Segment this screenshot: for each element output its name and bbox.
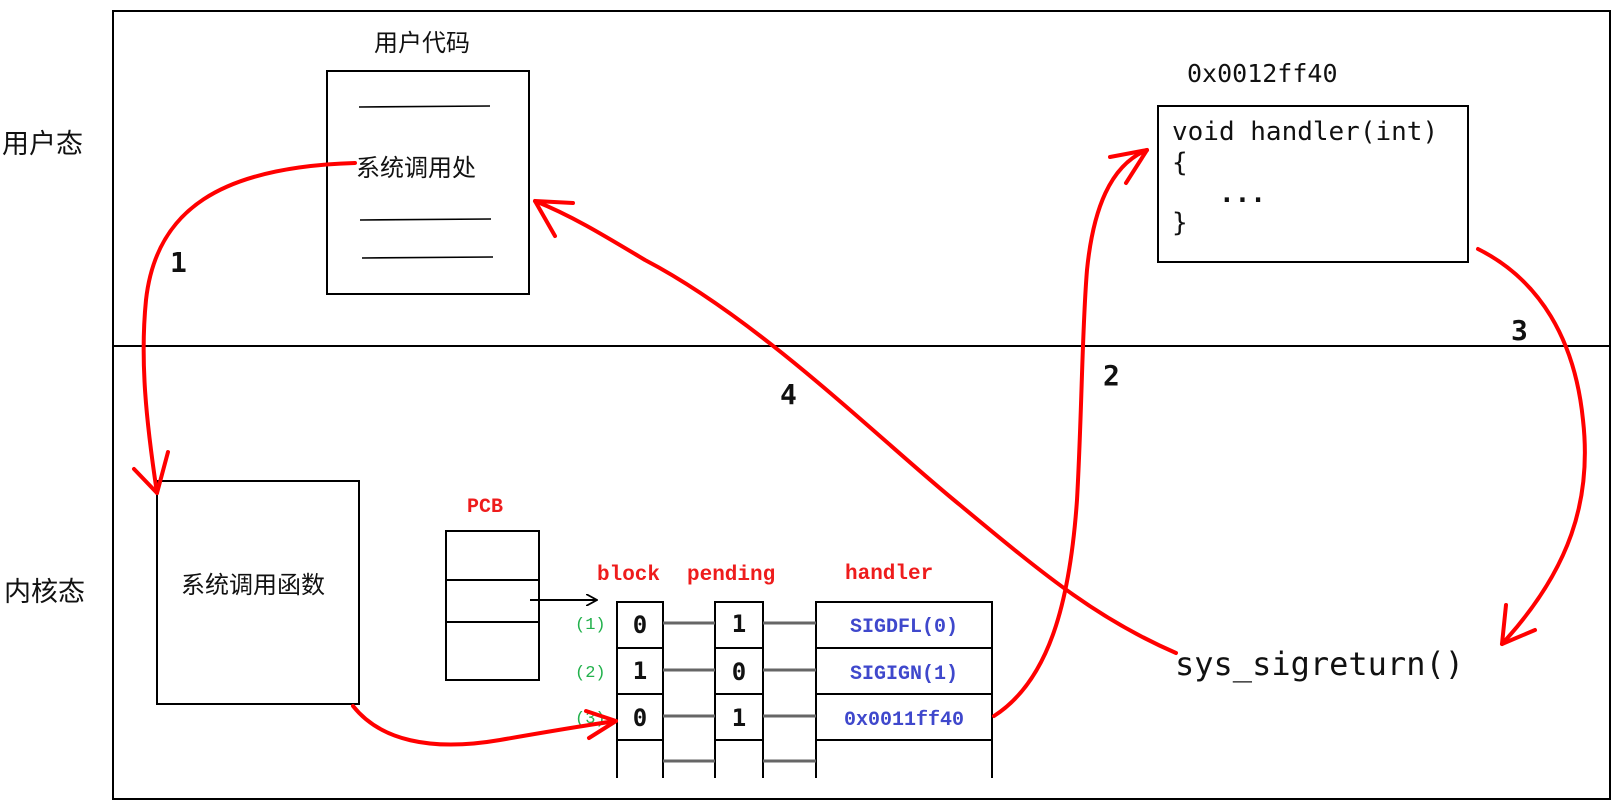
- flow-arrow-1: [132, 161, 357, 495]
- block-column: [616, 601, 664, 778]
- flow-arrow-3: [1476, 247, 1587, 646]
- user-mode-label: 用户态: [2, 129, 83, 160]
- handler-address: 0x0012ff40: [1187, 59, 1338, 88]
- pending-header: pending: [687, 564, 775, 587]
- handler-code-line: ...: [1172, 179, 1266, 209]
- block-value: 1: [633, 657, 647, 685]
- signal-row: (1) 0 1 SIGDFL(0): [575, 610, 958, 639]
- flow-arrow-to-table: [351, 704, 618, 747]
- pending-value: 0: [732, 658, 746, 686]
- handler-code-box: [1157, 105, 1469, 263]
- user-code-box: [326, 70, 530, 295]
- step-number-4: 4: [780, 378, 797, 411]
- pending-value: 1: [732, 704, 746, 732]
- handler-value: SIGIGN(1): [850, 663, 958, 686]
- flow-arrow-2: [992, 148, 1149, 718]
- signal-row: (3) 0 1 0x0011ff40: [575, 704, 964, 732]
- handler-value: SIGDFL(0): [850, 616, 958, 639]
- code-line: [358, 105, 491, 108]
- handler-code-line: }: [1172, 208, 1188, 238]
- sigreturn-label: sys_sigreturn(): [1175, 645, 1464, 683]
- handler-code-line: {: [1172, 148, 1188, 178]
- step-number-1: 1: [170, 246, 187, 279]
- syscall-function-box: [156, 480, 360, 705]
- syscall-function-label: 系统调用函数: [181, 571, 325, 599]
- signal-row: (2) 1 0 SIGIGN(1): [575, 657, 958, 686]
- block-value: 0: [633, 704, 647, 732]
- kernel-mode-label: 内核态: [4, 577, 85, 608]
- signal-index: (1): [575, 616, 606, 635]
- row-connectors: [663, 621, 816, 763]
- user-code-title: 用户代码: [374, 29, 470, 57]
- block-header: block: [597, 564, 660, 587]
- signal-index: (2): [575, 664, 606, 683]
- outer-frame: [112, 10, 1611, 800]
- pcb-box: [445, 530, 540, 681]
- step-number-2: 2: [1103, 359, 1120, 392]
- handler-header: handler: [845, 563, 933, 586]
- pcb-label: PCB: [467, 496, 503, 519]
- handler-code-line: void handler(int): [1172, 117, 1438, 147]
- pending-value: 1: [732, 610, 746, 638]
- handler-value: 0x0011ff40: [844, 709, 964, 732]
- handler-column: [815, 601, 993, 778]
- pending-column: [714, 601, 764, 778]
- block-value: 0: [633, 611, 647, 639]
- syscall-site-label: 系统调用处: [356, 154, 476, 182]
- code-line: [359, 218, 492, 221]
- flow-arrow-4: [533, 199, 1178, 655]
- step-number-3: 3: [1511, 314, 1528, 347]
- code-line: [361, 256, 494, 259]
